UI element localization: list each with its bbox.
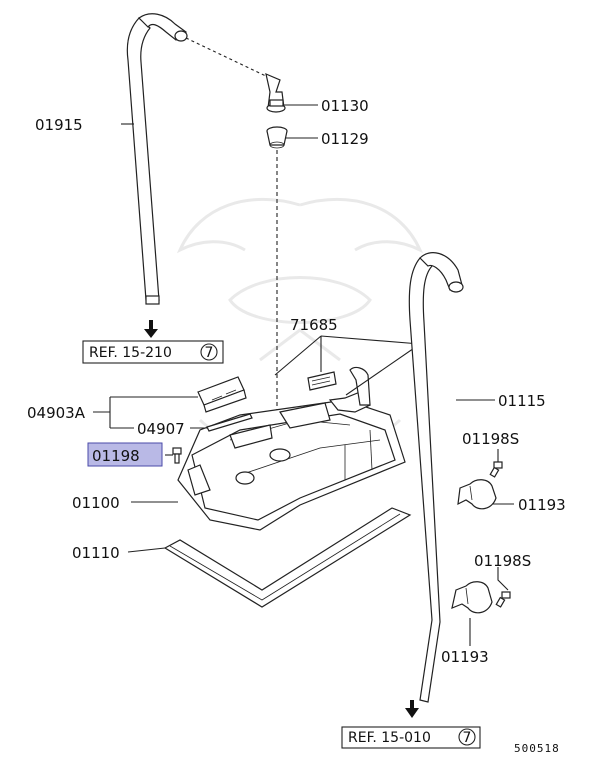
- label-01130[interactable]: 01130: [321, 97, 369, 115]
- ref-top-text: REF. 15-210: [89, 345, 172, 361]
- pcv-valve-01130: [265, 72, 286, 113]
- label-04907[interactable]: 04907: [137, 420, 185, 438]
- label-01915[interactable]: 01915: [35, 116, 83, 134]
- rocker-cover-01100: [177, 366, 406, 531]
- gasket-01110: [163, 507, 412, 608]
- leader-lines: [93, 104, 514, 646]
- caution-label-71685: [307, 371, 337, 391]
- diagram-number: 500518: [514, 742, 560, 755]
- oil-filler-cap-04903A: [197, 376, 247, 413]
- clamp-01193-bottom: [451, 581, 493, 614]
- label-01193-bottom[interactable]: 01193: [441, 648, 489, 666]
- arrow-down-icon: [144, 320, 158, 338]
- ref-top-circle: 7: [205, 345, 214, 361]
- label-01198[interactable]: 01198: [92, 447, 140, 465]
- ref-bottom-text: REF. 15-010: [348, 730, 431, 746]
- ref-bottom-circle: 7: [463, 730, 472, 746]
- clamp-01193-top: [457, 479, 497, 510]
- arrow-down-icon: [405, 700, 419, 718]
- label-01129[interactable]: 01129: [321, 130, 369, 148]
- label-01198S-bottom[interactable]: 01198S: [474, 552, 531, 570]
- bolt-01198: [172, 447, 182, 464]
- grommet-01129: [266, 126, 288, 149]
- label-01198S-top[interactable]: 01198S: [462, 430, 519, 448]
- highlight-box: [87, 442, 163, 467]
- dashed-link-hose-to-pcv: [185, 37, 271, 79]
- hose-01915: [126, 13, 188, 305]
- ref-box-top: REF. 15-210 7: [82, 340, 224, 364]
- label-04903A[interactable]: 04903A: [27, 404, 86, 422]
- label-01100[interactable]: 01100: [72, 494, 120, 512]
- ref-box-bottom: REF. 15-010 7: [341, 726, 481, 749]
- hose-01115: [408, 252, 464, 703]
- label-01110[interactable]: 01110: [72, 544, 120, 562]
- label-01193-top[interactable]: 01193: [518, 496, 566, 514]
- label-71685[interactable]: 71685: [290, 316, 338, 334]
- cap-gasket-04907: [206, 413, 253, 432]
- bolt-01198S-top: [489, 461, 503, 478]
- label-01115[interactable]: 01115: [498, 392, 546, 410]
- bolt-01198S-bottom: [495, 591, 511, 608]
